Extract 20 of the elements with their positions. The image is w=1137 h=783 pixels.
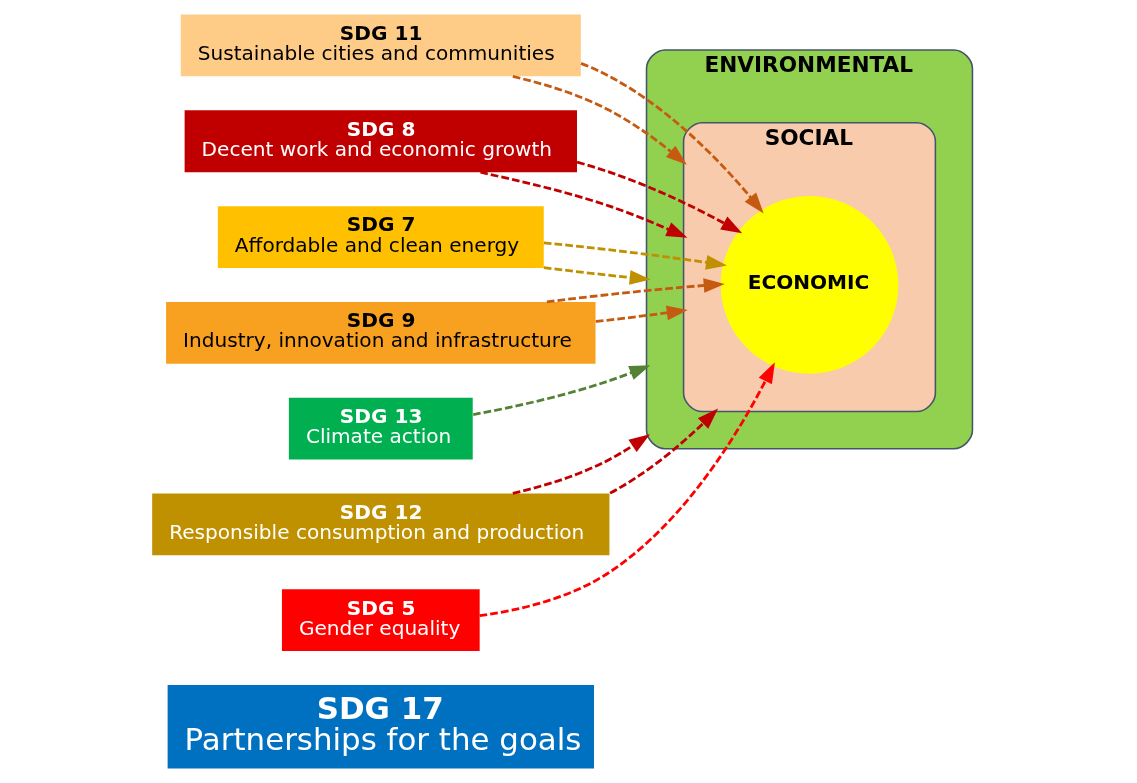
node-box: SDG 17 Partnerships for the goals	[167, 685, 594, 769]
arrow	[595, 305, 688, 323]
arrow	[543, 241, 727, 270]
arrow	[546, 278, 725, 304]
arrow	[512, 75, 687, 165]
arrow	[543, 266, 651, 285]
node-box: SDG 13 Climate action	[288, 397, 473, 460]
node-box: SDG 9 Industry, innovation and infrastructure	[166, 301, 596, 364]
arrow	[479, 362, 775, 618]
node-box: SDG 7 Affordable and clean energy	[217, 206, 544, 268]
arrow	[480, 170, 688, 238]
arrow	[609, 408, 719, 495]
node-box: SDG 8 Decent work and economic growth	[184, 110, 577, 173]
arrow	[580, 62, 764, 214]
arrow	[512, 434, 650, 495]
node-box: SDG 5 Gender equality	[281, 589, 480, 651]
arrow	[576, 160, 743, 234]
node-box: SDG 12 Responsible consumption and production	[152, 493, 610, 556]
node-box: SDG 11 Sustainable cities and communities	[180, 14, 581, 77]
arrow	[472, 365, 651, 416]
